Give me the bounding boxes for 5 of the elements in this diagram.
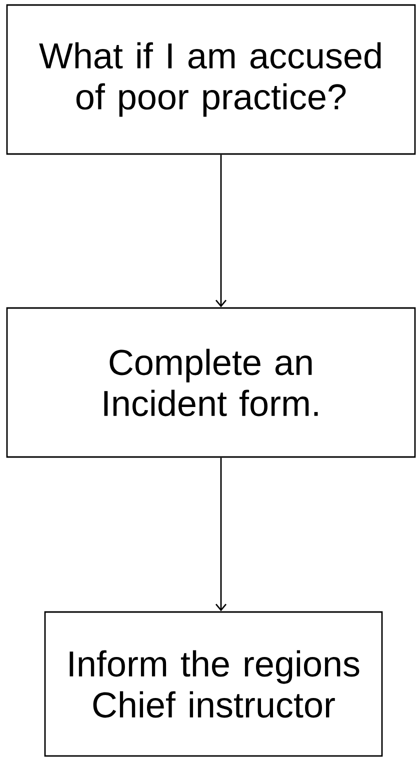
process-box: Complete an Incident form. <box>6 307 416 458</box>
process-box: What if I am accused of poor practice? <box>6 4 416 155</box>
arrow <box>215 154 227 308</box>
arrow <box>215 458 227 612</box>
process-box: Inform the regions Chief instructor <box>44 611 383 757</box>
